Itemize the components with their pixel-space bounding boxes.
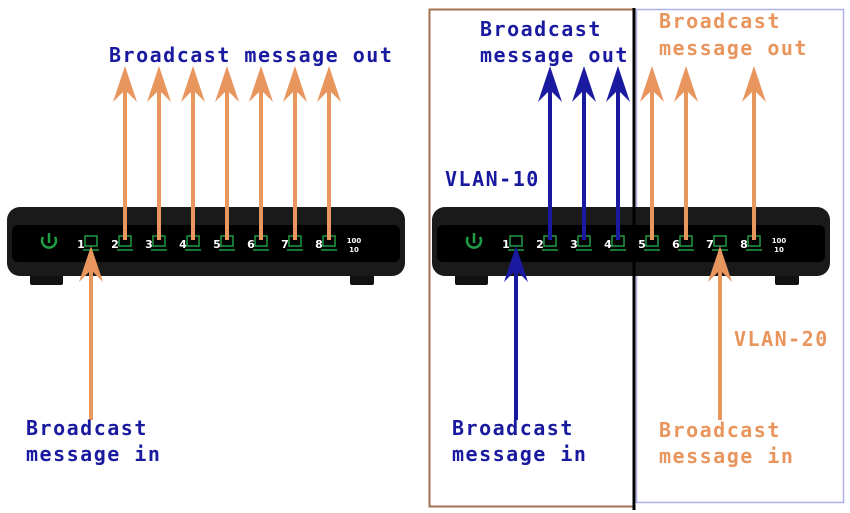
left-out-arrow-port-4 (181, 66, 205, 240)
vlan10-out-label-line2: message out (480, 43, 629, 67)
left-title-out: Broadcast message out (109, 43, 394, 67)
vlan10-out-label-line1: Broadcast (480, 17, 602, 41)
power-icon-ring (40, 236, 58, 249)
vlan20-out-arrow-port-8 (742, 66, 766, 240)
port-number-label: 2 (111, 238, 119, 251)
arrow-head (538, 66, 562, 102)
arrow-head (504, 246, 528, 282)
power-icon (40, 233, 58, 249)
left-out-arrow-port-8 (317, 66, 341, 240)
port-number-label: 6 (247, 238, 255, 251)
arrow-head (674, 66, 698, 102)
left-out-arrow-port-3 (147, 66, 171, 240)
vlan20-out-label-line1: Broadcast (659, 9, 781, 33)
vlan20-out-arrow-port-5 (640, 66, 664, 240)
speed-label-bottom: 10 (349, 246, 359, 254)
port-number-label: 7 (706, 238, 714, 251)
arrow-head (249, 66, 273, 102)
arrow-head (317, 66, 341, 102)
port-number-label: 2 (536, 238, 544, 251)
arrow-head (606, 66, 630, 102)
arrow-head (79, 246, 103, 282)
vlan10-in-label-line2: message in (452, 442, 588, 466)
power-icon (465, 233, 483, 249)
port-number-label: 5 (213, 238, 221, 251)
power-icon-ring (465, 236, 483, 249)
left-in-label-line1: Broadcast (26, 416, 148, 440)
port-number-label: 8 (740, 238, 748, 251)
port-number-label: 3 (145, 238, 153, 251)
arrow-head (572, 66, 596, 102)
left-out-arrow-port-2 (113, 66, 137, 240)
vlan10-out-arrow-port-4 (606, 66, 630, 240)
vlan20-in-label-line1: Broadcast (659, 418, 781, 442)
port-number-label: 3 (570, 238, 578, 251)
port-number-label: 4 (604, 238, 612, 251)
left-out-arrow-port-7 (283, 66, 307, 240)
arrow-head (181, 66, 205, 102)
vlan20-out-arrow-port-6 (674, 66, 698, 240)
port-number-label: 8 (315, 238, 323, 251)
port-number-label: 6 (672, 238, 680, 251)
arrow-head (215, 66, 239, 102)
vlan10-out-arrow-port-3 (572, 66, 596, 240)
port-number-label: 5 (638, 238, 646, 251)
arrow-head (742, 66, 766, 102)
port-number-label: 1 (77, 238, 85, 251)
left-in-arrow-port-1 (79, 246, 103, 420)
vlan10-out-arrow-port-2 (538, 66, 562, 240)
left-in-label-line2: message in (26, 442, 162, 466)
speed-label-bottom: 10 (774, 246, 784, 254)
switch-front-panel (437, 225, 825, 262)
vlan10-name: VLAN-10 (445, 167, 540, 191)
arrow-head (640, 66, 664, 102)
port-number-label: 1 (502, 238, 510, 251)
vlan20-name: VLAN-20 (734, 327, 829, 351)
vlan10-in-label-line1: Broadcast (452, 416, 574, 440)
speed-label-top: 100 (347, 237, 362, 245)
arrow-head (283, 66, 307, 102)
left-out-arrow-port-6 (249, 66, 273, 240)
arrow-head (113, 66, 137, 102)
vlan20-out-label-line2: message out (659, 36, 808, 60)
arrow-head (147, 66, 171, 102)
switch-front-panel (12, 225, 400, 262)
vlan20-in-arrow-port-7 (708, 246, 732, 420)
port-number-label: 7 (281, 238, 289, 251)
port-number-label: 4 (179, 238, 187, 251)
speed-label-top: 100 (772, 237, 787, 245)
vlan20-in-label-line2: message in (659, 444, 795, 468)
vlan10-in-arrow-port-1 (504, 246, 528, 420)
left-out-arrow-port-5 (215, 66, 239, 240)
arrow-head (708, 246, 732, 282)
